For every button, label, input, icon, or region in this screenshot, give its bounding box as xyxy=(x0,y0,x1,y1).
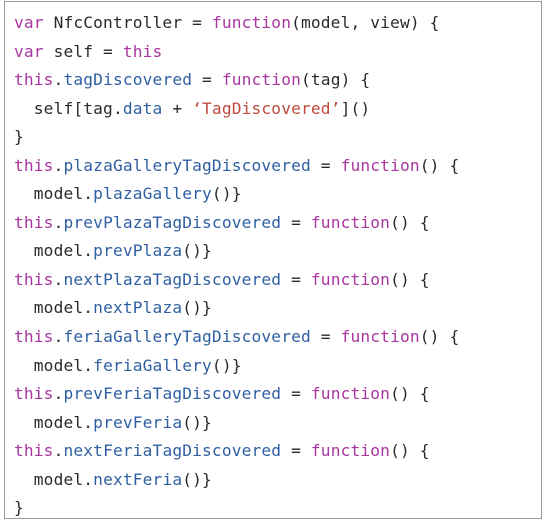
code-text: ()} xyxy=(182,241,212,261)
code-text: (model, view) { xyxy=(291,13,440,32)
code-text: ()} xyxy=(182,412,212,432)
code-line: this.plazaGalleryTagDiscovered = functio… xyxy=(14,152,459,181)
code-text: () { xyxy=(390,269,430,289)
code-text: ]() xyxy=(340,98,371,118)
code-text: () { xyxy=(419,327,460,347)
code-keyword: function xyxy=(211,13,292,32)
code-keyword: function xyxy=(310,269,391,289)
code-text: ()} xyxy=(182,298,212,318)
code-property: prevPlazaTagDiscovered xyxy=(63,212,282,232)
code-text: . xyxy=(53,441,64,461)
code-text: . xyxy=(53,327,64,347)
code-keyword: this xyxy=(14,327,54,347)
code-keyword: this xyxy=(14,441,54,461)
code-text: self[tag. xyxy=(14,98,123,118)
code-text: = xyxy=(310,155,341,175)
code-property: tagDiscovered xyxy=(63,70,193,90)
code-line: model.prevPlaza()} xyxy=(14,237,459,266)
code-line: model.prevFeria()} xyxy=(14,409,459,438)
code-keyword: this xyxy=(14,384,54,404)
code-text: () { xyxy=(419,155,460,175)
code-block: var NfcController = function(model, view… xyxy=(14,9,459,523)
code-text: } xyxy=(14,127,24,147)
code-string: ‘TagDiscovered’ xyxy=(192,98,341,118)
code-text: () { xyxy=(390,212,430,232)
code-text: (tag) { xyxy=(301,70,371,90)
code-line: model.nextPlaza()} xyxy=(14,294,459,323)
code-text: . xyxy=(53,70,64,90)
code-text: () { xyxy=(390,384,430,404)
code-text: NfcController = xyxy=(43,13,212,32)
code-keyword: this xyxy=(122,41,163,61)
code-line: model.feriaGallery()} xyxy=(14,352,459,381)
code-property: nextFeriaTagDiscovered xyxy=(63,441,282,461)
code-property: nextPlazaTagDiscovered xyxy=(63,269,282,289)
code-keyword: function xyxy=(221,70,302,90)
code-line: var self = this xyxy=(14,38,459,67)
code-text: = xyxy=(310,327,341,347)
code-property: feriaGalleryTagDiscovered xyxy=(63,327,311,347)
code-text: () { xyxy=(390,441,430,461)
code-keyword: function xyxy=(310,212,391,232)
code-screenshot-frame: var NfcController = function(model, view… xyxy=(4,1,542,519)
code-text: self = xyxy=(43,41,123,61)
code-text: . xyxy=(53,155,64,175)
code-line: self[tag.data + ‘TagDiscovered’]() xyxy=(14,95,459,124)
code-property: prevFeriaTagDiscovered xyxy=(63,384,282,404)
code-text: ()} xyxy=(211,184,242,204)
code-text: model. xyxy=(14,412,94,432)
code-line: this.tagDiscovered = function(tag) { xyxy=(14,66,459,95)
code-keyword: this xyxy=(14,70,54,90)
code-property: nextFeria xyxy=(93,469,183,489)
code-line: model.plazaGallery()} xyxy=(14,180,459,209)
code-line: this.feriaGalleryTagDiscovered = functio… xyxy=(14,323,459,352)
code-text: = xyxy=(281,384,311,404)
code-text: model. xyxy=(14,184,94,204)
code-property: prevFeria xyxy=(93,412,183,432)
code-text: ()} xyxy=(211,355,242,375)
code-text: = xyxy=(192,70,222,90)
code-text: + xyxy=(162,98,193,118)
code-keyword: var xyxy=(14,13,44,32)
code-text: } xyxy=(14,498,24,518)
code-line: this.nextPlazaTagDiscovered = function()… xyxy=(14,266,459,295)
code-keyword: this xyxy=(14,155,54,175)
code-text: = xyxy=(281,212,311,232)
code-property: feriaGallery xyxy=(93,355,212,375)
code-text: model. xyxy=(14,469,94,489)
code-text: model. xyxy=(14,298,94,318)
code-keyword: function xyxy=(340,155,420,175)
code-keyword: function xyxy=(310,441,391,461)
code-line: this.prevPlazaTagDiscovered = function()… xyxy=(14,209,459,238)
code-line: } xyxy=(14,494,459,523)
code-text: = xyxy=(281,269,311,289)
code-property: prevPlaza xyxy=(93,241,183,261)
code-property: plazaGallery xyxy=(93,184,212,204)
code-line: model.nextFeria()} xyxy=(14,466,459,495)
code-text: . xyxy=(53,212,64,232)
code-text: = xyxy=(281,441,311,461)
code-line: } xyxy=(14,123,459,152)
code-line: this.prevFeriaTagDiscovered = function()… xyxy=(14,380,459,409)
code-keyword: var xyxy=(14,41,44,61)
code-property: nextPlaza xyxy=(93,298,183,318)
code-keyword: function xyxy=(340,327,420,347)
code-keyword: this xyxy=(14,269,54,289)
code-property: plazaGalleryTagDiscovered xyxy=(63,155,311,175)
code-text: model. xyxy=(14,355,94,375)
code-text: . xyxy=(53,269,64,289)
code-text: model. xyxy=(14,241,94,261)
code-line: this.nextFeriaTagDiscovered = function()… xyxy=(14,437,459,466)
code-keyword: this xyxy=(14,212,54,232)
code-line: var NfcController = function(model, view… xyxy=(14,9,459,38)
code-text: . xyxy=(53,384,64,404)
code-keyword: function xyxy=(310,384,391,404)
code-property: data xyxy=(122,98,163,118)
code-text: ()} xyxy=(182,469,212,489)
